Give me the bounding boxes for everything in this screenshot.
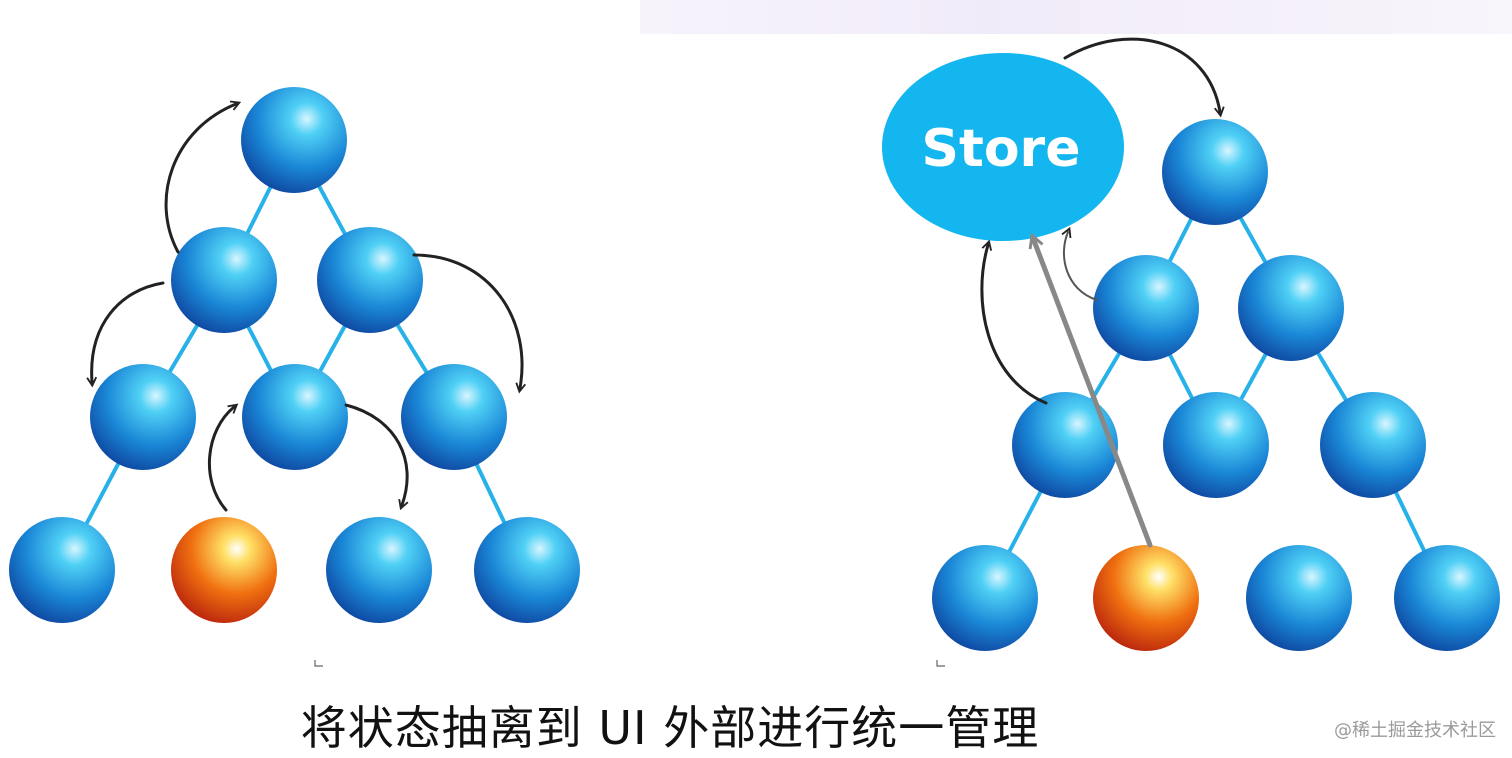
caption-text: 将状态抽离到 UI 外部进行统一管理 xyxy=(300,701,1040,755)
top-decoration-strip xyxy=(640,0,1512,34)
right-tree-edges xyxy=(983,170,1449,600)
arrow xyxy=(1063,37,1220,112)
tree-node xyxy=(241,87,347,193)
arrow xyxy=(207,407,234,512)
store-update-arrow xyxy=(1033,238,1153,548)
arrow xyxy=(344,403,409,505)
left-tree xyxy=(9,87,580,667)
tree-node xyxy=(317,227,423,333)
highlighted-tree-node xyxy=(171,517,277,623)
tree-node xyxy=(1162,119,1268,225)
watermark-text: @稀土掘金技术社区 xyxy=(1334,720,1496,741)
corner-mark xyxy=(936,660,945,667)
tree-node xyxy=(1238,255,1344,361)
tree-node xyxy=(1093,255,1199,361)
tree-node xyxy=(90,364,196,470)
corner-mark xyxy=(314,660,323,667)
right-tree-arrows xyxy=(980,37,1220,548)
left-tree-arrows xyxy=(92,104,522,512)
left-tree-nodes xyxy=(9,87,580,623)
arrow xyxy=(980,245,1048,405)
arrow xyxy=(1064,232,1098,301)
right-tree-nodes xyxy=(932,119,1500,651)
store-bubble xyxy=(882,53,1124,241)
right-tree: Store xyxy=(882,37,1500,667)
arrow xyxy=(164,104,236,254)
tree-node xyxy=(1320,392,1426,498)
tree-node xyxy=(242,364,348,470)
highlighted-tree-node xyxy=(1093,545,1199,651)
store-label: Store xyxy=(922,119,1081,179)
tree-node xyxy=(474,517,580,623)
tree-node xyxy=(1394,545,1500,651)
tree-node xyxy=(171,227,277,333)
arrow xyxy=(92,281,165,382)
tree-node xyxy=(326,517,432,623)
tree-node xyxy=(1246,545,1352,651)
tree-node xyxy=(932,545,1038,651)
tree-node xyxy=(1012,392,1118,498)
tree-node xyxy=(1163,392,1269,498)
tree-node xyxy=(401,364,507,470)
left-tree-edges xyxy=(60,138,529,572)
arrow xyxy=(412,253,522,388)
tree-node xyxy=(9,517,115,623)
